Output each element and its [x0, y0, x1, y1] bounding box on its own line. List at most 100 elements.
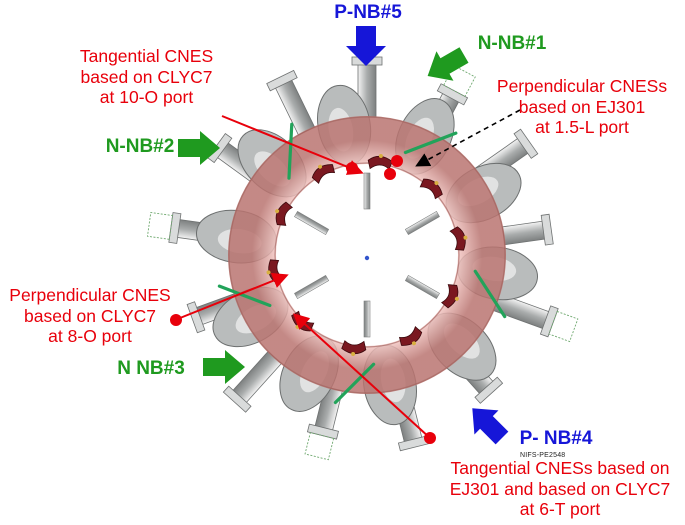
annotation-line: at 6-T port: [519, 499, 601, 520]
inner-segment-body: [398, 325, 423, 346]
port-pipe: [222, 350, 282, 413]
green-strip-line: [287, 122, 294, 180]
port-flange: [436, 83, 469, 106]
n-nb1-arrow: [427, 47, 469, 81]
port-flange: [306, 423, 339, 440]
inner-segment-accent: [378, 153, 383, 158]
annotation-line: EJ301 and based on CLYC7: [449, 478, 671, 499]
inner-coil-segment: [311, 164, 336, 185]
inner-segment-accent: [318, 164, 323, 169]
annotation-tangential-10o: Tangential CNES based on CLYC7 at 10-O p…: [54, 46, 239, 108]
inner-coil-segment: [341, 340, 367, 357]
inner-coil-segment: [449, 226, 468, 251]
inner-segment-body: [311, 164, 336, 185]
detector-dot-6t: [424, 432, 436, 444]
port-flange: [513, 128, 539, 159]
inner-segment-accent: [351, 352, 356, 357]
inner-segment-accent: [463, 235, 468, 240]
inner-rod-body: [294, 274, 330, 300]
n-nb3-label: N NB#3: [117, 358, 185, 379]
port-pipe: [493, 293, 579, 343]
detector-dot-8o: [170, 314, 182, 326]
annotation-line: based on EJ301: [518, 96, 646, 117]
inner-rod: [404, 210, 440, 236]
plasma-torus-outer-edge: [228, 116, 506, 394]
green-strip-line: [403, 131, 458, 155]
port-equipment: [304, 432, 335, 461]
leader-tangential-10o: [221, 115, 364, 175]
inner-segment-accent: [266, 270, 271, 275]
inner-coil-segment: [275, 201, 293, 226]
inner-rod-body: [404, 210, 440, 236]
annotation-line: based on CLYC7: [80, 66, 213, 87]
inner-coil-segment: [419, 178, 443, 200]
green-strip-line: [217, 284, 272, 308]
port-flange: [168, 212, 182, 244]
green-coil-strips: [217, 122, 507, 405]
detector-dot-10o: [346, 162, 358, 174]
green-strip-line: [473, 269, 507, 319]
inner-segment-body: [441, 284, 459, 309]
port-flange: [540, 213, 554, 246]
p-nb4-label: P- NB#4: [519, 428, 593, 449]
green-strip: [287, 122, 294, 180]
inner-segment-accent: [411, 341, 416, 346]
n-nb2-label: N-NB#2: [105, 136, 175, 157]
detector-dot-15l-a: [391, 155, 403, 167]
center-marker: [364, 255, 370, 261]
inner-rod-body: [363, 300, 371, 338]
n-nb1-label: N-NB#1: [477, 33, 547, 54]
annotation-line: based on CLYC7: [24, 305, 156, 326]
inner-segment-body: [275, 201, 293, 226]
inner-segment-body: [449, 226, 466, 251]
inner-segment-accent: [454, 296, 459, 301]
port-flange: [186, 301, 206, 334]
leader-tangential-6t: [293, 313, 431, 439]
port-pipe: [501, 213, 554, 246]
port-flange: [222, 385, 252, 413]
inner-rod-body: [294, 210, 330, 236]
p-nb5-arrow: [346, 26, 386, 66]
inner-rod: [294, 274, 330, 300]
annotation-line: at 1.5-L port: [535, 117, 629, 138]
annotation-line: Perpendicular CNESs: [496, 76, 668, 96]
inner-segment-body: [341, 340, 367, 355]
annotation-perpendicular-8o: Perpendicular CNES based on CLYC7 at 8-O…: [0, 285, 180, 347]
p-nb4-arrow: [472, 408, 509, 445]
figure-id: NIFS-PE2548: [520, 452, 566, 459]
inner-coil-segment: [441, 284, 459, 309]
green-strip-line: [333, 362, 376, 405]
leader-perpendicular-15l: [415, 109, 521, 167]
inner-segment-accent: [275, 209, 280, 214]
inner-rod: [363, 300, 371, 338]
inner-segment-accent: [434, 181, 439, 186]
inner-rod-body: [363, 172, 371, 210]
port-pipe: [304, 386, 343, 461]
plasma-torus-inner-edge: [274, 162, 460, 348]
green-strip: [333, 362, 376, 405]
inner-rods: [294, 172, 440, 338]
port-equipment: [548, 310, 579, 343]
annotation-line: at 10-O port: [99, 87, 194, 108]
port-flange: [266, 69, 298, 92]
n-nb3-arrow: [203, 350, 245, 384]
inner-rod: [363, 172, 371, 210]
p-nb5-label: P-NB#5: [334, 2, 402, 23]
detector-dot-15l-b: [384, 168, 396, 180]
annotation-perpendicular-15l: Perpendicular CNESs based on EJ301 at 1.…: [482, 76, 682, 138]
green-strip: [217, 284, 272, 308]
leader-perpendicular-8o: [179, 273, 289, 319]
annotation-line: Tangential CNESs based on: [450, 458, 670, 478]
green-strip: [403, 131, 458, 155]
port-equipment: [146, 211, 174, 240]
inner-segment-body: [419, 178, 443, 200]
annotation-line: at 8-O port: [48, 326, 132, 347]
inner-coil-segment: [367, 153, 393, 170]
n-nb2-arrow: [178, 131, 220, 165]
port-flange: [539, 305, 559, 338]
annotation-tangential-6t: Tangential CNESs based on EJ301 and base…: [440, 458, 680, 520]
inner-rod-body: [404, 274, 440, 300]
annotation-line: Tangential CNES: [79, 46, 214, 66]
port-flange: [474, 376, 504, 404]
